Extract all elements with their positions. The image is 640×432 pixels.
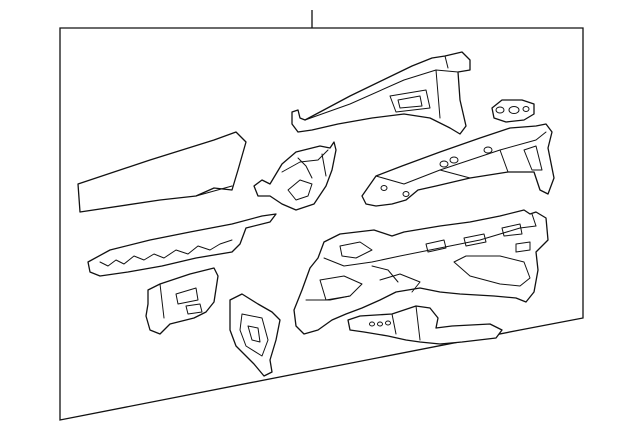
mount-bracket	[253, 141, 337, 211]
right-rail-extension	[361, 123, 555, 207]
main-frame-rail-assembly	[293, 209, 549, 335]
lower-bracket-bar	[347, 305, 503, 345]
small-bracket-left	[145, 267, 219, 335]
front-flange-plate	[229, 293, 281, 377]
lower-reinforcement-strip	[87, 213, 277, 277]
assembly-frame	[59, 27, 584, 421]
upper-rail-panel	[291, 51, 471, 135]
left-apron-panel	[77, 131, 247, 213]
small-gasket-plate	[491, 99, 535, 123]
